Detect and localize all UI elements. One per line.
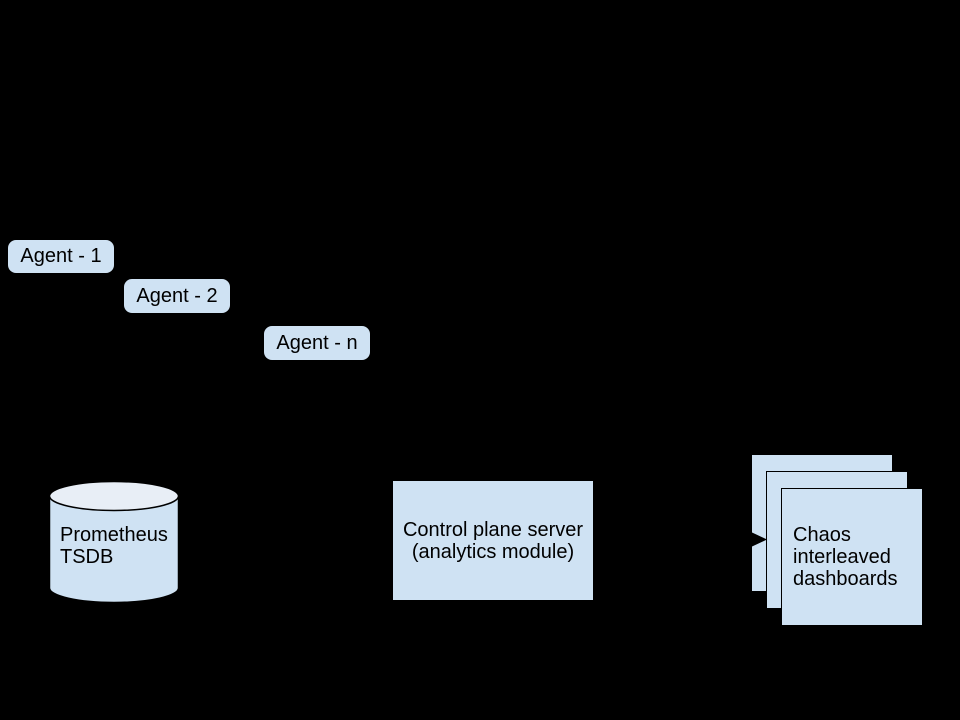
control-plane-label-line1: Control plane server	[402, 518, 584, 541]
agent-1-node: Agent - 1	[8, 240, 114, 273]
dashboards-label-line1: Chaos	[793, 524, 851, 546]
cylinder-top-shape	[48, 480, 180, 512]
dashboards-label-line3: dashboards	[793, 568, 898, 590]
agent-n-node: Agent - n	[264, 326, 370, 360]
control-plane-label-line2: (analytics module)	[411, 540, 575, 563]
agent-n-label: Agent - n	[276, 331, 358, 354]
dashboard-stack-front: Chaos interleaved dashboards	[781, 488, 923, 626]
agent-2-node: Agent - 2	[124, 279, 230, 313]
dashboards-label-line2: interleaved	[793, 546, 891, 568]
cylinder-body-shape	[48, 495, 180, 604]
agent-2-label: Agent - 2	[136, 284, 218, 307]
database-label-line1: Prometheus	[60, 524, 168, 546]
agent-1-label: Agent - 1	[20, 245, 102, 267]
control-plane-node: Control plane server (analytics module)	[393, 481, 593, 600]
database-cylinder-icon	[48, 480, 180, 604]
database-label-line2: TSDB	[60, 546, 114, 568]
database-label: Prometheus TSDB	[60, 524, 168, 568]
